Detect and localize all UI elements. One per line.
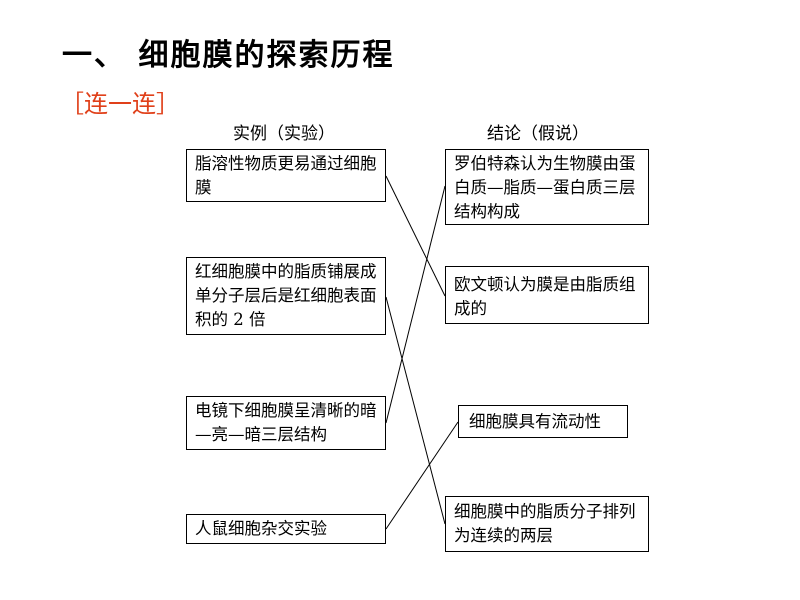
right-box-1[interactable]: 罗伯特森认为生物膜由蛋白质—脂质—蛋白质三层结构构成	[445, 149, 649, 225]
left-box-1[interactable]: 脂溶性物质更易通过细胞膜	[186, 149, 386, 202]
activity-label: ［连一连］	[60, 90, 180, 118]
left-box-4[interactable]: 人鼠细胞杂交实验	[186, 514, 386, 544]
connector-line-3-1	[385, 185, 446, 424]
right-box-3[interactable]: 细胞膜具有流动性	[458, 405, 628, 438]
right-box-4[interactable]: 细胞膜中的脂质分子排列为连续的两层	[445, 496, 649, 552]
connector-line-1-2	[385, 175, 446, 297]
connector-line-4-3	[385, 421, 459, 530]
left-box-3[interactable]: 电镜下细胞膜呈清晰的暗—亮—暗三层结构	[186, 396, 386, 450]
left-column-header: 实例（实验）	[233, 124, 335, 144]
left-box-2[interactable]: 红细胞膜中的脂质铺展成单分子层后是红细胞表面积的 2 倍	[186, 257, 386, 335]
right-column-header: 结论（假说）	[487, 124, 589, 144]
connector-line-2-4	[385, 296, 446, 525]
slide-title: 一、 细胞膜的探索历程	[62, 38, 395, 73]
right-box-2[interactable]: 欧文顿认为膜是由脂质组成的	[445, 266, 649, 324]
